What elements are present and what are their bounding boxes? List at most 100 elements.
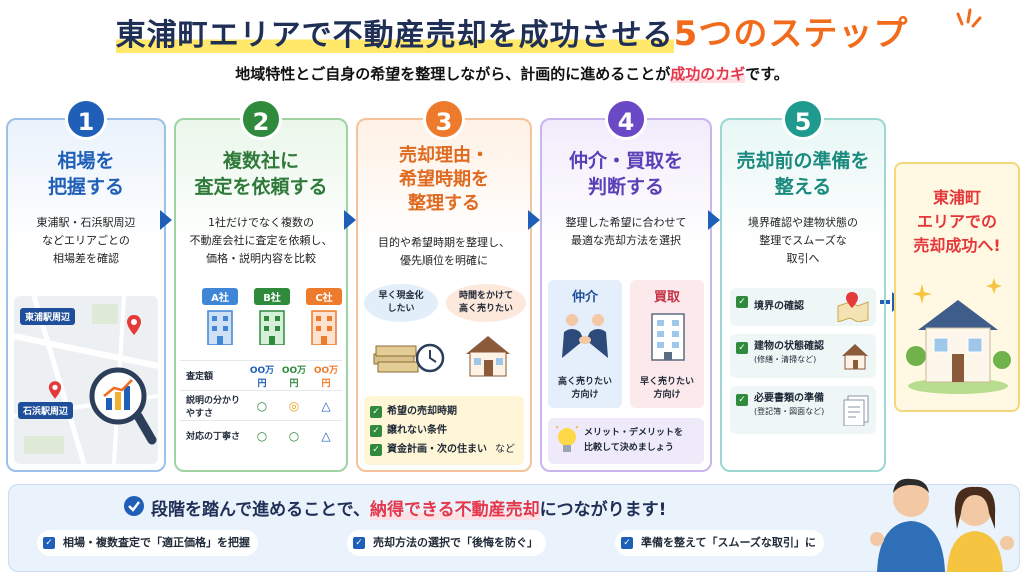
rating-cell: ○: [246, 390, 278, 421]
option-title: 買取: [653, 290, 680, 305]
summary-point-label: 売却方法の選択で「後悔を防ぐ」: [373, 536, 538, 549]
success-text: 東浦町 エリアでの 売却成功へ!: [896, 186, 1018, 258]
step-arrow: [344, 210, 356, 230]
map-pin-icon: [127, 315, 141, 335]
summary-post: につながります!: [539, 500, 667, 520]
prep-item-documents: ✓ 必要書類の準備 (登記簿・図面など): [730, 386, 876, 434]
rating-cell: ◎: [278, 390, 310, 421]
check-item: ✓希望の売却時期: [370, 402, 518, 421]
company-logos: A社 B社 C社: [186, 288, 342, 354]
desc-line: 境界確認や建物状態の: [748, 216, 858, 229]
tip-line: 比較して決めましょう: [584, 443, 674, 453]
check-icon: ✓: [353, 537, 365, 549]
bubble-line: したい: [387, 304, 415, 314]
document-icon: [843, 395, 869, 426]
prep-label: 必要書類の準備 (登記簿・図面など): [754, 392, 824, 418]
check-label: 資金計画・次の住まい: [387, 444, 487, 455]
subtitle-emphasis: 成功のカギ: [670, 65, 746, 83]
prep-label-main: 必要書類の準備: [754, 393, 824, 404]
check-icon: ✓: [736, 342, 748, 354]
tip-line: メリット・デメリットを: [584, 428, 684, 438]
step-title: 複数社に 査定を依頼する: [176, 148, 346, 200]
step-description: 東浦駅・石浜駅周辺 などエリアごとの 相場差を確認: [14, 214, 158, 268]
page-title: 東浦町エリアで不動産売却を成功させる5つのステップ: [0, 6, 1024, 55]
success-line: エリアでの: [916, 212, 997, 231]
prep-label-sub: (修繕・清掃など): [754, 355, 817, 364]
map-label-higashiura: 東浦駅周辺: [20, 308, 76, 325]
step-title-line: 売却理由・: [399, 145, 489, 166]
row-label: 対応の丁寧さ: [180, 420, 246, 451]
company-c: C社: [306, 288, 342, 349]
desc-line: 早く売りたい: [639, 377, 694, 387]
company-b: B社: [254, 288, 290, 349]
check-item: ✓資金計画・次の住まいなど: [370, 440, 518, 459]
price-cell: OO万円: [246, 360, 278, 391]
bubble-line: 時間をかけて: [458, 291, 513, 301]
step-number: 2: [240, 98, 282, 140]
summary-point: ✓準備を整えて「スムーズな取引」に: [615, 530, 824, 556]
desc-line: 価格・説明内容を比較: [206, 252, 316, 265]
option-desc: 早く売りたい 方向け: [630, 376, 704, 402]
step-title-line: 売却前の準備を: [736, 150, 870, 172]
check-icon: ✓: [370, 424, 382, 437]
option-title: 仲介: [571, 290, 598, 305]
summary-point-label: 準備を整えて「スムーズな取引」に: [641, 536, 816, 549]
map-pin-icon: [48, 381, 62, 399]
rating-cell: ○: [246, 420, 278, 451]
area-map: 東浦駅周辺 石浜駅周辺: [14, 296, 158, 464]
magnifier-icon: [89, 367, 157, 445]
prep-label-sub: (登記簿・図面など): [754, 407, 825, 416]
handshake-icon: [562, 314, 608, 358]
rating-cell: △: [310, 390, 342, 421]
step-title-line: 判断する: [587, 176, 664, 198]
compare-tip: メリット・デメリットを 比較して決めましょう: [548, 418, 704, 464]
step-description: 1社だけでなく複数の 不動産会社に査定を依頼し、 価格・説明内容を比較: [182, 214, 340, 268]
summary-emphasis: 納得できる不動産売却: [369, 500, 540, 520]
step-title-line: 整理する: [408, 193, 480, 214]
prep-label: 建物の状態確認 (修繕・清掃など): [754, 340, 824, 366]
step-description: 目的や希望時期を整理し、 優先順位を明確に: [364, 234, 524, 270]
summary-main-text: 段階を踏んで進めることで、納得できる不動産売却につながります!: [151, 495, 666, 520]
comparison-table: 査定額 OO万円 OO万円 OO万円 説明の分かりやすさ ○ ◎ △ 対応の丁寧…: [180, 360, 342, 451]
title-accent: 5つのステップ: [673, 14, 909, 54]
step-2-card: 2 複数社に 査定を依頼する 1社だけでなく複数の 不動産会社に査定を依頼し、 …: [174, 98, 348, 472]
check-circle-icon: [124, 496, 144, 516]
step-title-line: 仲介・買取を: [568, 150, 683, 172]
step-3-card: 3 売却理由・ 希望時期を 整理する 目的や希望時期を整理し、 優先順位を明確に…: [356, 98, 532, 472]
table-row: 説明の分かりやすさ ○ ◎ △: [180, 390, 342, 421]
subtitle-pre: 地域特性とご自身の希望を整理しながら、計画的に進めることが: [235, 65, 671, 83]
option-brokerage: 仲介 高く売りたい 方向け: [548, 280, 622, 408]
step-title-line: 希望時期を: [399, 169, 489, 190]
prep-item-boundary: ✓ 境界の確認: [730, 288, 876, 326]
summary-point: ✓ 売却方法の選択で「後悔を防ぐ」: [347, 530, 546, 556]
desc-line: 相場差を確認: [53, 252, 119, 265]
prep-item-building: ✓ 建物の状態確認 (修繕・清掃など): [730, 334, 876, 378]
step-description: 整理した希望に合わせて 最適な売却方法を選択: [548, 214, 704, 250]
step-1-card: 1 相場を 把握する 東浦駅・石浜駅周辺 などエリアごとの 相場差を確認 東浦駅…: [6, 98, 166, 472]
check-icon: ✓: [736, 296, 748, 308]
company-tag: A社: [202, 288, 238, 305]
building-icon: [651, 313, 685, 361]
summary-point: ✓相場・複数査定で「適正価格」を把握: [37, 530, 258, 556]
bubble-line: 高く売りたい: [458, 304, 513, 314]
desc-line: 整理でスムーズな: [759, 234, 847, 247]
step-description: 境界確認や建物状態の 整理でスムーズな 取引へ: [728, 214, 878, 268]
priority-checklist: ✓希望の売却時期 ✓ 譲れない条件 ✓資金計画・次の住まいなど: [364, 396, 524, 465]
summary-banner: 段階を踏んで進めることで、納得できる不動産売却につながります! ✓相場・複数査定…: [8, 478, 1020, 572]
desc-line: 方向け: [571, 390, 599, 400]
step-arrow: [708, 210, 720, 230]
check-label: 譲れない条件: [387, 425, 447, 436]
price-cell: OO万円: [278, 360, 310, 391]
option-desc: 高く売りたい 方向け: [548, 376, 622, 402]
prep-label: 境界の確認: [754, 301, 804, 312]
success-line: 東浦町: [932, 188, 981, 207]
company-tag: C社: [306, 288, 342, 305]
desc-line: 方向け: [653, 390, 681, 400]
bubble-sell-high: 時間をかけて 高く売りたい: [446, 284, 526, 322]
desc-line: などエリアごとの: [42, 234, 130, 247]
step-title: 売却前の準備を 整える: [722, 148, 884, 200]
spark-icon: [956, 8, 982, 28]
map-pin-icon: [837, 292, 869, 322]
step-title-line: 査定を依頼する: [194, 176, 328, 198]
desc-line: 東浦駅・石浜駅周辺: [36, 216, 136, 229]
